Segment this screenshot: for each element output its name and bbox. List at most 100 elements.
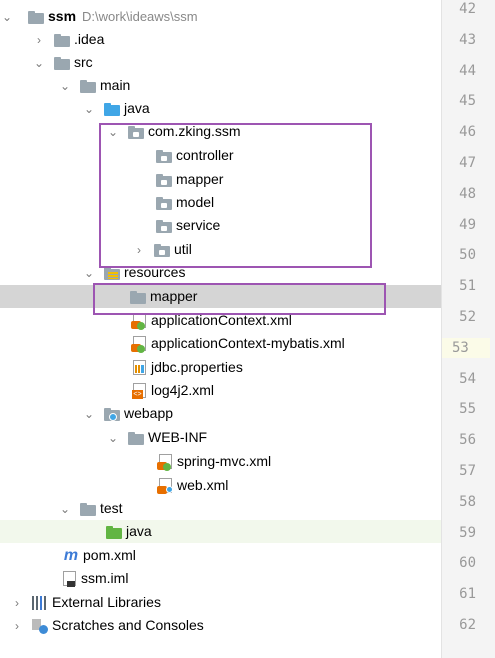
tree-item-src[interactable]: ⌄ src [32, 51, 473, 74]
tree-item-spring-mvc-xml[interactable]: spring-mvc.xml [136, 450, 495, 473]
line-number: 59 [459, 524, 476, 541]
web-folder-icon [104, 406, 120, 422]
line-number: 61 [459, 586, 476, 603]
tree-item-applicationcontext-mybatis-xml[interactable]: applicationContext-mybatis.xml [110, 332, 495, 355]
chevron-down-icon[interactable]: ⌄ [83, 265, 95, 280]
folder-icon [130, 289, 146, 305]
tree-item-label: spring-mvc.xml [177, 453, 272, 469]
line-number: 47 [459, 155, 476, 171]
tree-item-resources[interactable]: ⌄ resources [82, 261, 495, 284]
tree-item-label: src [74, 54, 93, 70]
spring-xml-icon [131, 313, 146, 330]
line-number: 52 [459, 309, 476, 325]
tree-item-ssm[interactable]: ⌄ ssm D:\work\ideaws\ssm [0, 5, 441, 28]
line-number: 49 [459, 216, 476, 233]
tree-item-web-xml[interactable]: web.xml [136, 474, 495, 497]
package-icon [154, 242, 170, 258]
line-number: 54 [459, 370, 476, 387]
tree-item-label: java [124, 100, 150, 116]
chevron-down-icon[interactable]: ⌄ [59, 78, 71, 93]
chevron-down-icon[interactable]: ⌄ [83, 406, 95, 421]
chevron-down-icon[interactable]: ⌄ [33, 55, 45, 70]
chevron-down-icon[interactable]: ⌄ [107, 430, 119, 445]
line-number: 42 [459, 1, 476, 17]
tree-item-label: jdbc.properties [151, 359, 243, 375]
chevron-down-icon[interactable]: ⌄ [107, 124, 119, 139]
libraries-icon [32, 595, 48, 610]
chevron-right-icon[interactable]: › [37, 32, 41, 47]
line-number: 45 [459, 93, 476, 110]
folder-icon [80, 78, 96, 94]
tree-item-external-libraries[interactable]: › External Libraries [10, 591, 451, 614]
line-number: 57 [459, 463, 476, 479]
tree-item-label: mapper [176, 171, 224, 187]
chevron-right-icon[interactable]: › [15, 595, 19, 610]
tree-item-log4j2-xml[interactable]: <> log4j2.xml [110, 379, 495, 402]
tree-item-model[interactable]: model [134, 191, 495, 214]
line-number: 56 [459, 432, 476, 449]
resources-folder-icon [104, 265, 120, 281]
tree-item-main[interactable]: ⌄ main [58, 74, 495, 97]
folder-icon [128, 430, 144, 446]
line-number: 46 [459, 124, 476, 141]
tree-item-applicationcontext-xml[interactable]: applicationContext.xml [110, 309, 495, 332]
tree-item-jdbc-properties[interactable]: jdbc.properties [110, 356, 495, 379]
chevron-down-icon[interactable]: ⌄ [59, 501, 71, 516]
tree-item-label: util [174, 241, 192, 257]
package-icon [156, 195, 172, 211]
tree-item-label: service [176, 217, 221, 233]
chevron-down-icon[interactable]: ⌄ [83, 101, 95, 116]
tree-item-webapp[interactable]: ⌄ webapp [82, 402, 495, 425]
tree-item-test-java[interactable]: java [0, 520, 441, 543]
line-number: 55 [459, 401, 476, 418]
package-icon [156, 148, 172, 164]
tree-item-pom-xml[interactable]: m pom.xml [40, 544, 481, 567]
tree-item-label: ssm [48, 8, 77, 24]
tree-item-label: .idea [74, 31, 105, 47]
iml-file-icon [63, 571, 76, 587]
line-number: 48 [459, 185, 476, 202]
tree-item-web-inf[interactable]: ⌄ WEB-INF [106, 426, 495, 449]
line-number: 51 [459, 278, 476, 295]
chevron-right-icon[interactable]: › [137, 242, 141, 257]
chevron-down-icon[interactable]: ⌄ [1, 9, 13, 24]
line-number: 62 [459, 617, 476, 633]
chevron-right-icon[interactable]: › [15, 618, 19, 633]
spring-xml-icon [131, 336, 146, 353]
tree-item-ssm-iml[interactable]: ssm.iml [40, 567, 481, 590]
tree-item-label: ssm.iml [81, 570, 129, 586]
line-number: 58 [459, 493, 476, 510]
tree-item-idea[interactable]: › .idea [32, 28, 473, 51]
line-number: 50 [459, 247, 476, 264]
tree-item-test[interactable]: ⌄ test [58, 497, 495, 520]
tree-item-mapper-resources[interactable]: mapper [0, 285, 441, 308]
tree-item-mapper-package[interactable]: mapper [134, 168, 495, 191]
package-icon [128, 124, 144, 140]
tree-item-label: test [100, 500, 123, 516]
tree-item-service[interactable]: service [134, 214, 495, 237]
folder-icon [54, 55, 70, 71]
tree-item-label: applicationContext.xml [151, 312, 292, 328]
tree-item-label: Scratches and Consoles [52, 617, 204, 633]
package-icon [156, 172, 172, 188]
line-number: 44 [459, 62, 476, 79]
tree-item-util[interactable]: › util [132, 238, 495, 261]
folder-icon [54, 32, 70, 48]
tree-item-label: com.zking.ssm [148, 123, 241, 139]
tree-item-java[interactable]: ⌄ java [82, 97, 495, 120]
line-number: 60 [459, 555, 476, 572]
tree-item-controller[interactable]: controller [134, 144, 495, 167]
spring-xml-icon [157, 454, 172, 471]
scratches-icon [32, 618, 48, 634]
xml-file-icon: <> [132, 383, 146, 399]
tree-item-scratches-and-consoles[interactable]: › Scratches and Consoles [10, 614, 451, 637]
tree-item-label: resources [124, 264, 186, 280]
project-tree: ⌄ ssm D:\work\ideaws\ssm › .idea ⌄ src ⌄… [0, 5, 441, 634]
tree-item-label: controller [176, 147, 234, 163]
tree-item-label: web.xml [177, 477, 229, 493]
tree-item-com-zking-ssm[interactable]: ⌄ com.zking.ssm [106, 120, 495, 143]
properties-file-icon [133, 360, 146, 375]
tree-item-label: main [100, 77, 131, 93]
tree-item-label: mapper [150, 288, 198, 304]
tree-item-label: java [126, 523, 152, 539]
